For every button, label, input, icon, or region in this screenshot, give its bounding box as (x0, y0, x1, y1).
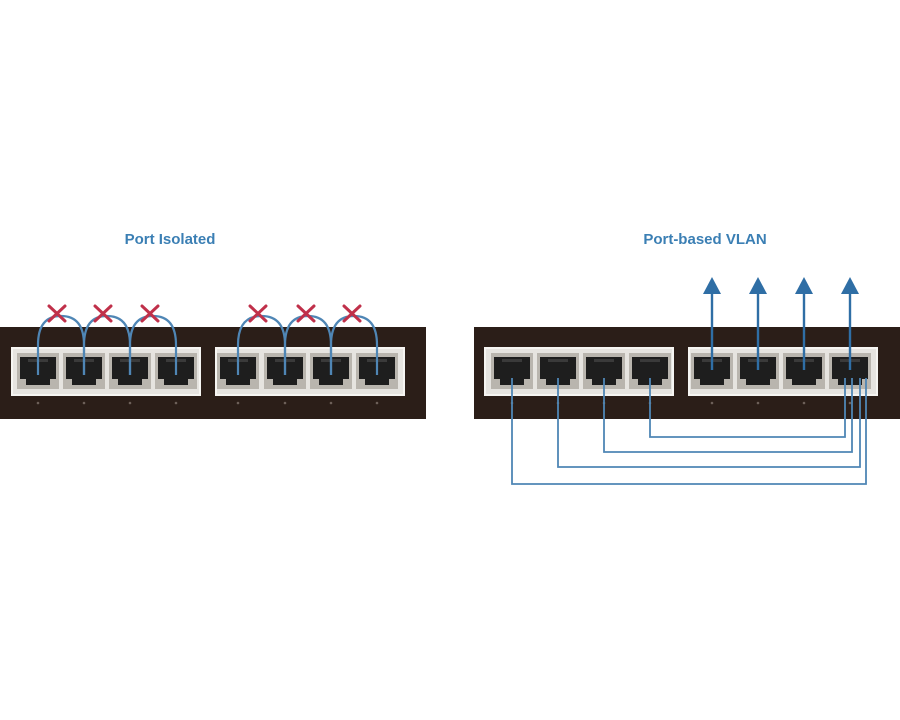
vlan-route-line (603, 378, 853, 453)
blocked-x-icon (93, 304, 113, 323)
port-led (848, 401, 852, 405)
port-led (802, 401, 806, 405)
vlan-route-line (649, 378, 846, 438)
rj45-port-icon (537, 353, 579, 389)
vlan-route-line (557, 378, 861, 468)
blocked-x-icon (296, 304, 316, 323)
rj45-port-icon (583, 353, 625, 389)
blocked-x-icon (248, 304, 268, 323)
isolated-switch (0, 304, 426, 419)
blocked-x-icon (140, 304, 160, 323)
rj45-port-icon (829, 353, 871, 389)
port-led (283, 401, 287, 405)
port-led (756, 401, 760, 405)
port-led (174, 401, 178, 405)
blocked-x-icon (342, 304, 362, 323)
uplink-arrow-icon (795, 277, 813, 370)
port-led (36, 401, 40, 405)
port-led (710, 401, 714, 405)
uplink-arrow-icon (749, 277, 767, 370)
port-led (329, 401, 333, 405)
blocked-x-icon (47, 304, 67, 323)
port-isolated-title: Port Isolated (124, 231, 216, 248)
port-based-vlan-title: Port-based VLAN (643, 231, 767, 248)
port-led (128, 401, 132, 405)
uplink-arrow-icon (841, 277, 859, 370)
vlan-switch (474, 277, 900, 485)
vlan-route-line (511, 378, 867, 485)
port-led (236, 401, 240, 405)
uplink-arrow-icon (703, 277, 721, 370)
port-led (82, 401, 86, 405)
port-led (375, 401, 379, 405)
